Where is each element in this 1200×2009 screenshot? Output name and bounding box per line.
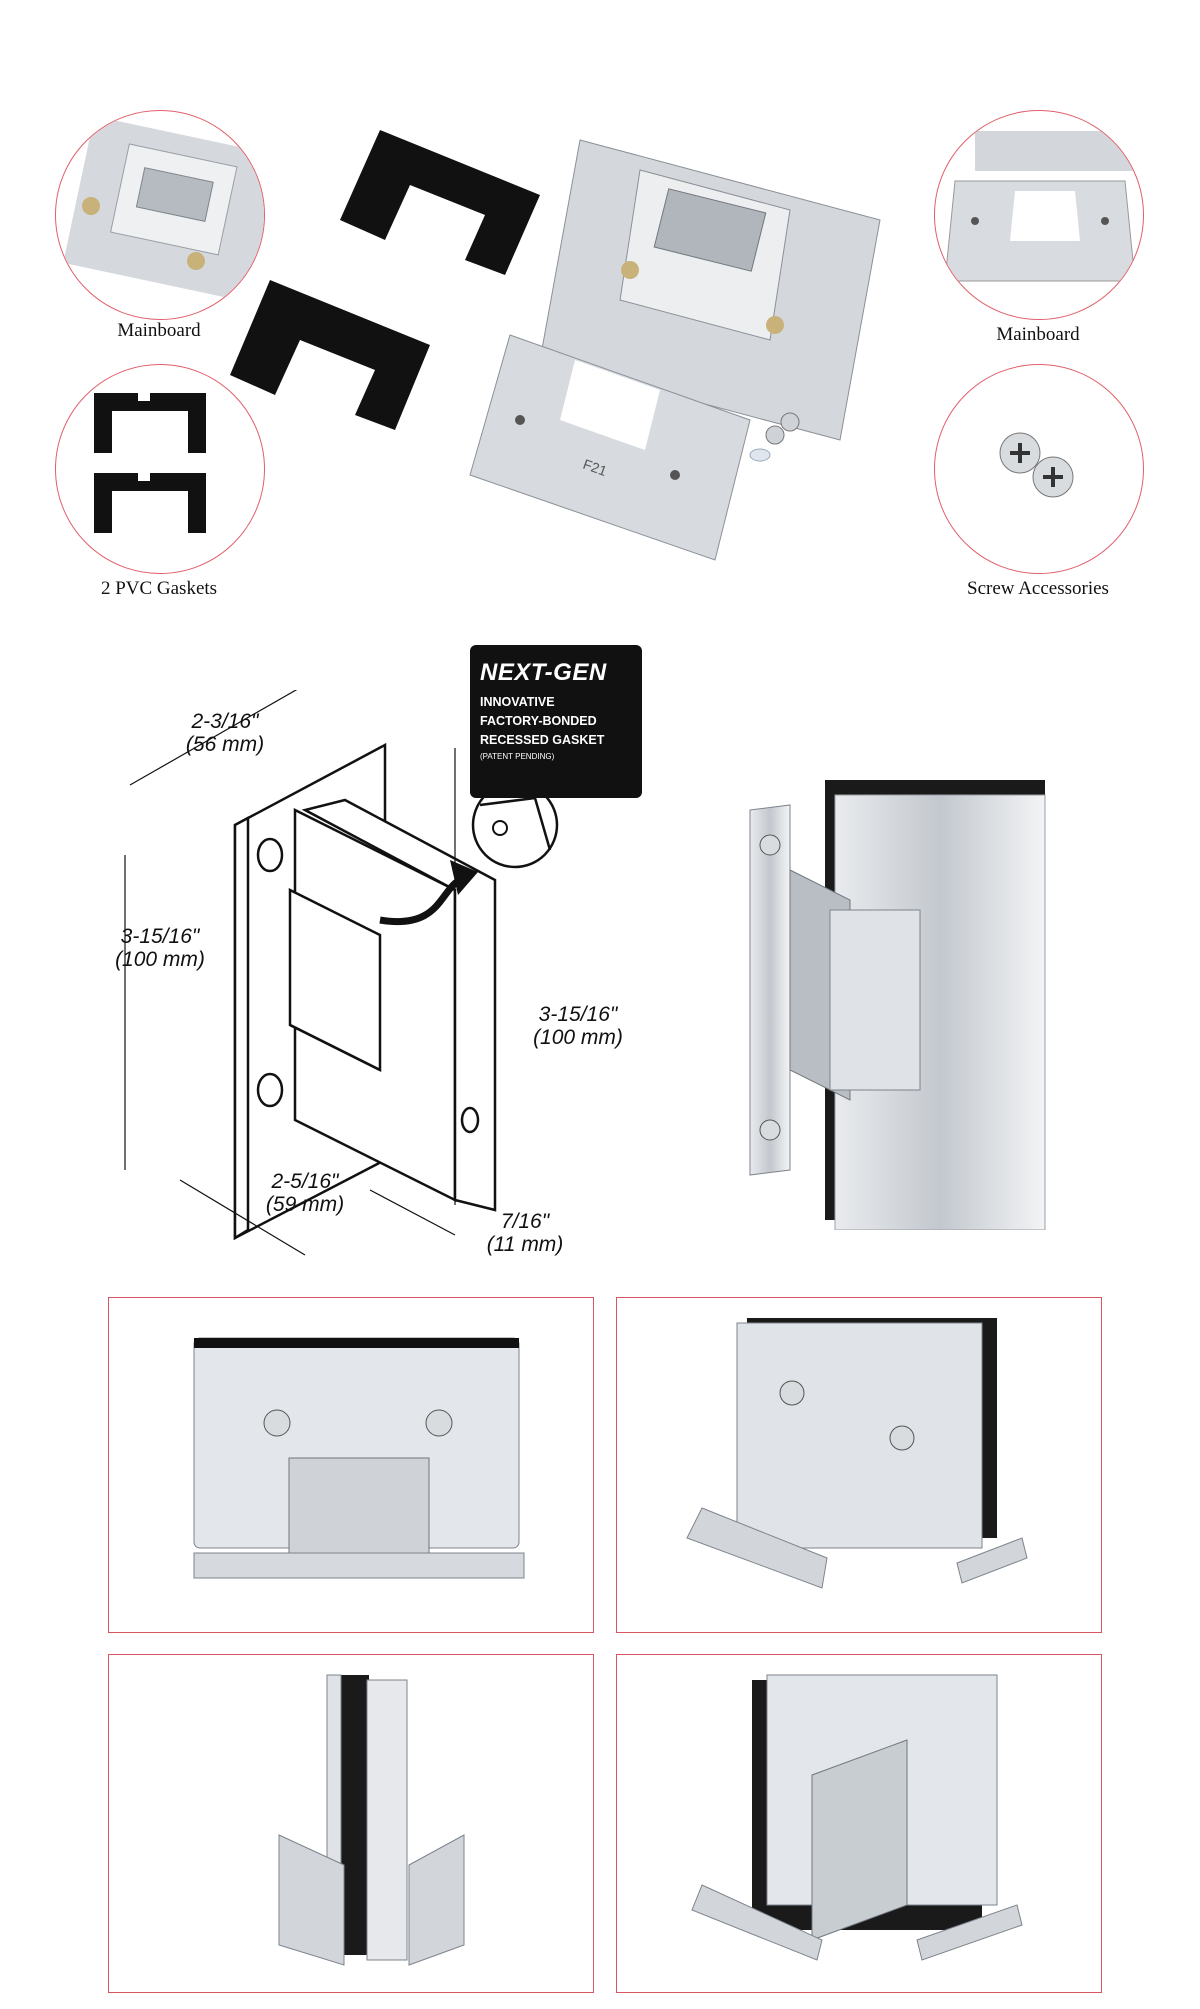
dim-width-bottom-in: 2-5/16" (271, 1170, 339, 1193)
mainboard-right-image (944, 131, 1143, 282)
photo-frame-angle-right (616, 1297, 1102, 1633)
dim-height-right: 3-15/16" (100 mm) (518, 1003, 638, 1049)
hinge-kit-exploded-view: F21 (230, 130, 881, 561)
hinge-angle-view-image (686, 1318, 1028, 1589)
badge-description: INNOVATIVE FACTORY-BONDED RECESSED GASKE… (480, 693, 604, 750)
dim-height-left: 3-15/16" (100 mm) (100, 925, 220, 971)
dim-height-left-in: 3-15/16" (120, 925, 200, 948)
gaskets-detail-circle (55, 364, 265, 574)
caption-screws: Screw Accessories (967, 578, 1109, 599)
next-gen-badge: NEXT-GEN INNOVATIVE FACTORY-BONDED RECES… (470, 645, 642, 798)
dim-depth: 7/16" (11 mm) (480, 1210, 570, 1256)
hinge-side-view-image (278, 1674, 465, 1966)
badge-line3: RECESSED GASKET (480, 733, 605, 747)
dim-width-top-mm: (56 mm) (185, 733, 265, 756)
dim-width-bottom: 2-5/16" (59 mm) (250, 1170, 360, 1216)
dim-width-bottom-mm: (59 mm) (265, 1193, 345, 1216)
photo-frame-angle-back (616, 1654, 1102, 1993)
photo-frame-side (108, 1654, 594, 1993)
badge-line1: INNOVATIVE (480, 695, 555, 709)
dim-width-top: 2-3/16" (56 mm) (170, 710, 280, 756)
caption-mainboard-left: Mainboard (117, 320, 201, 341)
hinge-dimension-drawing (124, 690, 559, 1256)
hinge-front-view-image (193, 1337, 525, 1579)
badge-line2: FACTORY-BONDED (480, 714, 597, 728)
plate-marking: F21 (581, 456, 609, 479)
caption-mainboard-right: Mainboard (996, 324, 1080, 345)
dim-height-right-mm: (100 mm) (533, 1026, 623, 1049)
screws-detail-circle (934, 364, 1144, 574)
photo-frame-front (108, 1297, 594, 1633)
mainboard-detail-right-circle (934, 110, 1144, 320)
caption-gaskets: 2 PVC Gaskets (100, 578, 218, 599)
dim-width-top-in: 2-3/16" (191, 710, 259, 733)
screws-image (999, 432, 1074, 498)
dim-depth-mm: (11 mm) (486, 1233, 564, 1256)
gaskets-image (94, 393, 206, 533)
dim-height-left-mm: (100 mm) (115, 948, 205, 971)
badge-title: NEXT-GEN (480, 659, 607, 686)
mainboard-left-image (63, 116, 264, 303)
hinge-product-photo (749, 780, 1046, 1230)
dim-depth-in: 7/16" (500, 1210, 550, 1233)
dim-height-right-in: 3-15/16" (538, 1003, 618, 1026)
hinge-back-angle-image (691, 1674, 1023, 1961)
badge-note: (PATENT PENDING) (480, 752, 555, 761)
mainboard-detail-left-circle (55, 110, 265, 320)
